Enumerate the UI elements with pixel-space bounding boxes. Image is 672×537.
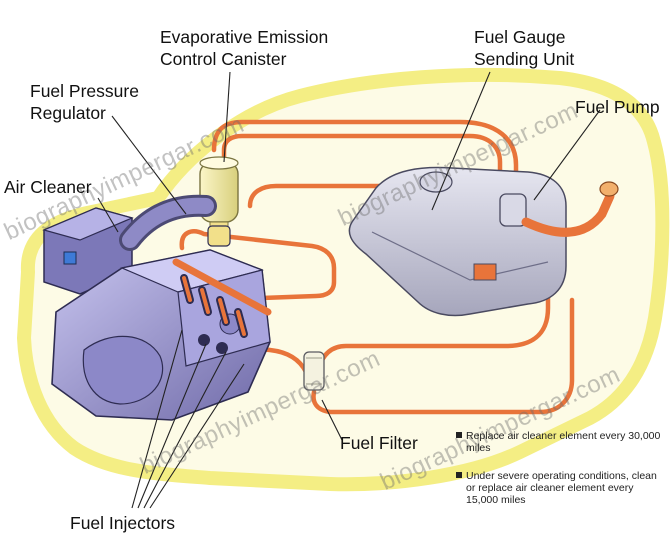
label-fuel-injectors: Fuel Injectors bbox=[70, 513, 176, 533]
fuel-filter bbox=[303, 351, 325, 391]
note-bullet bbox=[456, 432, 462, 438]
note-text: Under severe operating conditions, clean… bbox=[466, 470, 657, 506]
label-fuel-pump: Fuel Pump bbox=[575, 97, 660, 117]
air-cleaner-box bbox=[42, 194, 217, 295]
fuel-pump-unit bbox=[499, 181, 619, 237]
maintenance-note-1: Replace air cleaner element every 30,000… bbox=[456, 430, 666, 454]
leader-lines bbox=[97, 71, 601, 509]
note-bullet bbox=[456, 472, 462, 478]
fuel-rail bbox=[172, 225, 272, 338]
note-text: Replace air cleaner element every 30,000… bbox=[466, 430, 661, 454]
label-fuel-gauge-sending-unit: Fuel Gauge Sending Unit bbox=[474, 27, 575, 69]
label-fuel-filter: Fuel Filter bbox=[340, 433, 418, 453]
engine-block bbox=[51, 249, 271, 421]
label-evap-canister: Evaporative Emission Control Canister bbox=[160, 27, 329, 69]
maintenance-note-2: Under severe operating conditions, clean… bbox=[456, 470, 666, 506]
label-fuel-pressure-regulator: Fuel Pressure Regulator bbox=[30, 81, 139, 123]
label-air-cleaner: Air Cleaner bbox=[4, 177, 92, 197]
